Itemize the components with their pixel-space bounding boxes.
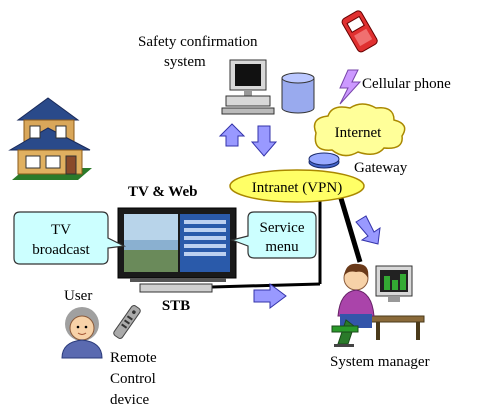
service-menu-callout <box>229 211 317 259</box>
tv-broadcast-label-2: broadcast <box>32 242 90 258</box>
remote-control-label: Remote <box>110 350 157 366</box>
service-menu-label: Service <box>260 220 305 236</box>
remote-control-label-3: device <box>110 392 149 408</box>
tv-screen <box>117 207 237 282</box>
connection-lines <box>211 194 363 289</box>
stb-label: STB <box>162 298 190 314</box>
internet-cloud <box>313 103 406 157</box>
arrow-to-manager-diagonal <box>355 215 381 245</box>
stb-box <box>139 283 213 293</box>
intranet-label: Intranet (VPN) <box>252 180 342 196</box>
system-manager-label: System manager <box>330 354 430 370</box>
user-avatar <box>61 307 103 359</box>
cellular-phone-label: Cellular phone <box>362 76 451 92</box>
line-intranet-to-manager <box>337 194 363 263</box>
system-manager-icon <box>331 263 425 347</box>
cellular-phone-icon <box>341 10 378 53</box>
tv-web-label: TV & Web <box>128 184 197 200</box>
line-stb-to-intranet <box>211 282 321 289</box>
intranet-ellipse <box>229 169 365 203</box>
remote-control-label-2: Control <box>110 371 156 387</box>
gateway-label: Gateway <box>354 160 408 176</box>
service-menu-label-2: menu <box>265 239 299 255</box>
user-label: User <box>64 288 92 304</box>
arrow-down-from-system <box>250 125 278 157</box>
house-icon <box>8 97 92 180</box>
tv-broadcast-label: TV <box>51 222 71 238</box>
tv-broadcast-callout <box>13 211 127 265</box>
safety-system-label-2: system <box>164 54 206 70</box>
remote-control-icon <box>113 305 141 339</box>
safety-system-label: Safety confirmation <box>138 34 258 50</box>
database-icon <box>281 72 315 114</box>
internet-label: Internet <box>335 125 382 141</box>
arrow-up-to-system <box>218 123 246 147</box>
lightning-icon <box>339 69 362 105</box>
gateway-icon <box>308 152 340 169</box>
arrow-right-to-manager <box>253 283 287 309</box>
computer-icon <box>221 59 275 115</box>
